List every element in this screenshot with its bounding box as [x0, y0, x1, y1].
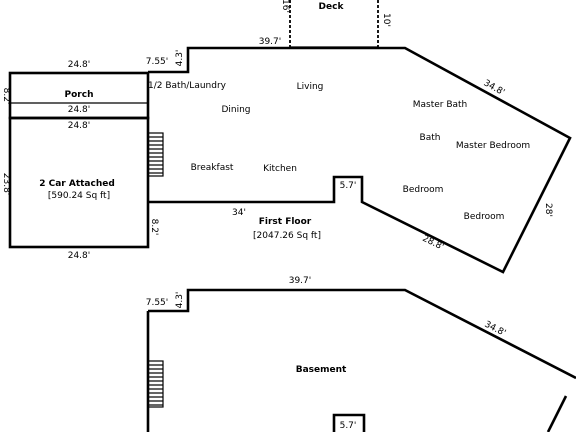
room-bath: Bath [420, 133, 441, 143]
garage-bottom-dimension: 24.8' [68, 251, 91, 261]
porch: Porch 24.8' 24.8' 8.2' [1, 60, 150, 120]
first-floor-bottom-dimension: 34' [232, 208, 246, 218]
basement-notch [332, 413, 366, 432]
room-master-bath: Master Bath [413, 100, 468, 110]
basement: Basement 39.7' 7.55' 4.3' 34.8' 5.7' [146, 276, 576, 432]
room-master-bedroom: Master Bedroom [456, 141, 530, 151]
garage-label: 2 Car Attached [39, 179, 115, 189]
room-bedroom-1: Bedroom [403, 185, 444, 195]
room-breakfast: Breakfast [191, 163, 234, 173]
garage-left-dimension: 23.8' [1, 173, 11, 196]
basement-outline [148, 288, 576, 380]
deck-label: Deck [319, 2, 345, 12]
first-floor-right-diagonal-dimension: 28' [543, 203, 553, 217]
deck: Deck 16' 10' [280, 0, 391, 48]
first-floor-left-notch-dimension: 4.3' [175, 50, 185, 67]
room-half-bath-laundry: 1/2 Bath/Laundry [148, 81, 227, 91]
garage-outline [8, 116, 150, 249]
garage-top-dimension: 24.8' [68, 121, 91, 131]
deck-right-dimension: 10' [381, 13, 391, 27]
porch-bottom-dimension: 24.8' [68, 105, 91, 115]
garage-area: [590.24 Sq ft] [48, 191, 110, 201]
basement-top-dimension: 39.7' [289, 276, 312, 286]
deck-left-dimension: 16' [280, 0, 290, 13]
room-kitchen: Kitchen [263, 164, 297, 174]
first-floor-bottom-left-dimension: 8.2' [149, 219, 159, 236]
first-floor-top-dimension: 39.7' [259, 37, 282, 47]
basement-stairs [147, 360, 164, 408]
first-floor-left-top-dimension: 7.55' [146, 57, 169, 67]
basement-notch-dimension: 5.7' [340, 421, 357, 431]
first-floor-title: First Floor [259, 217, 312, 227]
basement-left-notch-dimension: 4.3' [175, 292, 185, 309]
basement-title: Basement [296, 365, 347, 375]
first-floor-bottom-diagonal-dimension: 28.8' [421, 234, 446, 253]
basement-left-top-dimension: 7.55' [146, 298, 169, 308]
basement-right-wall [546, 395, 568, 432]
porch-top-dimension: 24.8' [68, 60, 91, 70]
porch-label: Porch [65, 90, 94, 100]
first-floor-stairs [147, 132, 164, 177]
first-floor-notch-dimension: 5.7' [340, 181, 357, 191]
room-living: Living [297, 82, 324, 92]
room-bedroom-2: Bedroom [464, 212, 505, 222]
first-floor-outline [148, 46, 572, 274]
first-floor: 1/2 Bath/Laundry Living Dining Breakfast… [146, 37, 572, 274]
porch-left-dimension: 8.2' [1, 88, 11, 105]
garage: 2 Car Attached [590.24 Sq ft] 24.8' 24.8… [1, 116, 150, 261]
room-dining: Dining [221, 105, 250, 115]
first-floor-area: [2047.26 Sq ft] [253, 231, 321, 241]
